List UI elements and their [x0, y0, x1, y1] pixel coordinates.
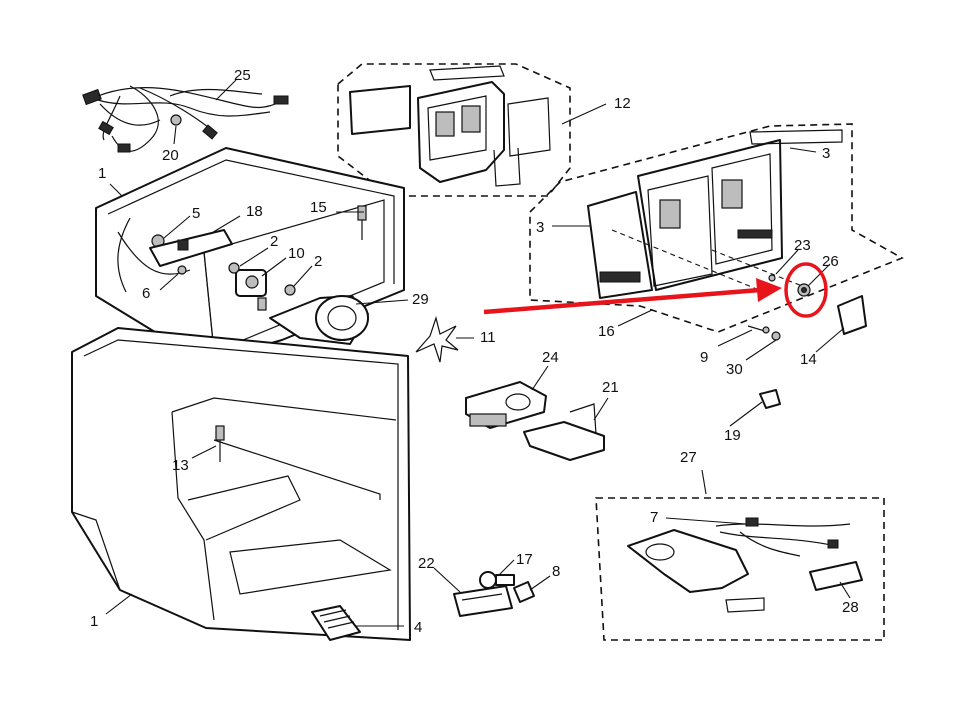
callout-3-left: 3	[536, 219, 544, 236]
fan-blade-part-11	[415, 315, 459, 363]
wire-harness-part	[82, 85, 289, 153]
callout-10: 10	[288, 245, 305, 262]
defrost-heater-part-18	[149, 229, 233, 267]
callout-26: 26	[822, 253, 839, 270]
callout-19: 19	[724, 427, 741, 444]
callout-23: 23	[794, 237, 811, 254]
highlight-annotation	[483, 262, 828, 318]
callout-17: 17	[516, 551, 533, 568]
bracket-part-21	[523, 403, 605, 461]
callout-5: 5	[192, 205, 200, 222]
callout-18: 18	[246, 203, 263, 220]
cover-part-24	[465, 381, 547, 429]
lens-part-22	[453, 585, 513, 617]
fan-motor-part-10	[235, 269, 267, 311]
callout-8: 8	[552, 563, 560, 580]
bracket-part-4	[311, 605, 361, 641]
highlight-arrow-line	[483, 287, 761, 315]
grommet-part-23	[768, 274, 776, 282]
screw-part-9	[747, 325, 770, 334]
callout-7: 7	[650, 509, 658, 526]
callout-30: 30	[726, 361, 743, 378]
callout-2-right: 2	[314, 253, 322, 270]
callout-25: 25	[234, 67, 251, 84]
callout-9: 9	[700, 349, 708, 366]
callout-22: 22	[418, 555, 435, 572]
control-group-27	[595, 497, 885, 641]
callout-27: 27	[680, 449, 697, 466]
callout-13: 13	[172, 457, 189, 474]
air-handler-group	[337, 63, 571, 197]
callout-28: 28	[842, 599, 859, 616]
callout-21: 21	[602, 379, 619, 396]
bulb-part-26	[797, 283, 811, 297]
callout-labels: 25 20 1 5 18 6 2 10 2 15 29 11 12 3 3 23…	[90, 67, 859, 636]
leader-lines	[105, 79, 851, 627]
callout-15: 15	[310, 199, 327, 216]
callout-16: 16	[598, 323, 615, 340]
bracket-part-6	[177, 265, 187, 275]
callout-14: 14	[800, 351, 817, 368]
grommet-part-2	[228, 262, 296, 296]
rear-panel-group	[529, 123, 904, 333]
callout-24: 24	[542, 349, 559, 366]
socket-part-8	[513, 581, 535, 603]
callout-12: 12	[614, 95, 631, 112]
panel-part-14	[837, 295, 867, 335]
nut-part-30	[771, 331, 781, 341]
highlight-arrow-head	[756, 278, 782, 302]
sensor-part-15	[357, 205, 367, 240]
sensor-part-13	[215, 425, 225, 462]
callout-4: 4	[414, 619, 422, 636]
highlight-circle	[784, 262, 828, 318]
callout-1-lower: 1	[90, 613, 98, 630]
callout-29: 29	[412, 291, 429, 308]
callout-3-right: 3	[822, 145, 830, 162]
fresh-food-liner-part	[71, 327, 411, 641]
callout-11: 11	[480, 329, 496, 346]
callout-20: 20	[162, 147, 179, 164]
callout-1-upper: 1	[98, 165, 106, 182]
lamp-part-17	[479, 571, 515, 589]
fan-shroud-part-29	[269, 295, 369, 345]
switch-part-19	[759, 389, 781, 409]
callout-6: 6	[142, 285, 150, 302]
callout-2-left: 2	[270, 233, 278, 250]
